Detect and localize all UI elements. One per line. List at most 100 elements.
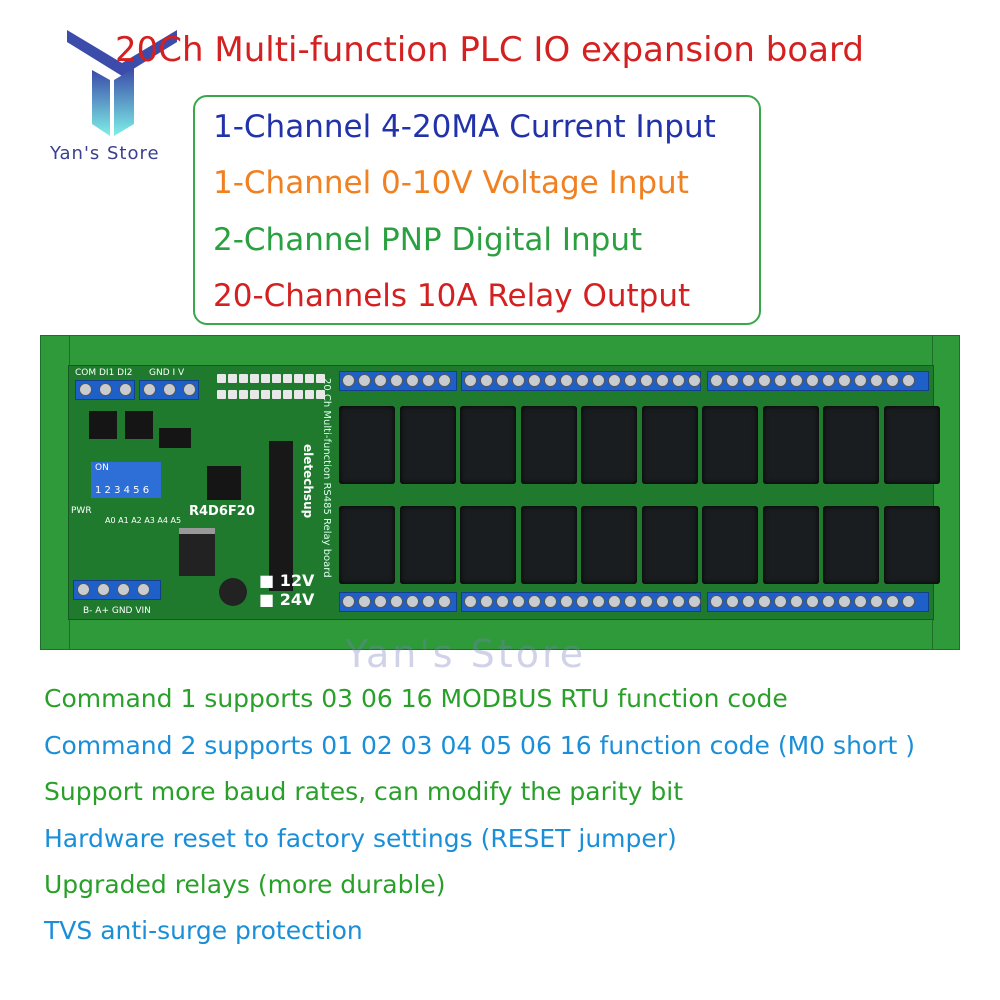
terminal-screw <box>342 595 355 608</box>
terminal-screw <box>464 595 477 608</box>
terminal-screw <box>624 374 637 387</box>
relay <box>641 406 698 484</box>
terminal-screw <box>117 583 130 596</box>
terminal-screw <box>608 595 621 608</box>
status-led <box>261 374 270 383</box>
terminal-screw <box>902 595 915 608</box>
terminal-screw <box>870 595 883 608</box>
terminal-screw <box>672 595 685 608</box>
brand-label: eletechsup <box>301 444 315 519</box>
chip <box>159 428 191 448</box>
din-rail-left <box>40 335 70 650</box>
status-led <box>294 390 303 399</box>
relay <box>883 406 940 484</box>
terminal-screw <box>528 595 541 608</box>
relay <box>339 506 395 584</box>
power-12v-text: 12V <box>279 571 315 590</box>
terminal-screw <box>838 595 851 608</box>
terminal-screw <box>688 595 701 608</box>
relay <box>399 406 456 484</box>
terminal-screw <box>79 383 92 396</box>
status-led <box>316 374 325 383</box>
feature-baud-rates: Support more baud rates, can modify the … <box>44 777 684 806</box>
terminal-screw <box>374 374 387 387</box>
terminal-screw <box>886 374 899 387</box>
relay <box>823 506 879 584</box>
terminal-screw <box>496 374 509 387</box>
terminal-screw <box>822 595 835 608</box>
status-led <box>305 374 314 383</box>
terminal-screw <box>406 374 419 387</box>
terminal-screw <box>854 595 867 608</box>
terminal-screw <box>358 374 371 387</box>
terminal-screw <box>774 374 787 387</box>
terminal-screw <box>822 374 835 387</box>
terminal-label-power: B- A+ GND VIN <box>83 606 151 616</box>
dip-numbers: 1 2 3 4 5 6 <box>95 485 150 496</box>
terminal-screw <box>640 374 653 387</box>
terminal-screw <box>480 595 493 608</box>
terminal-screw <box>742 595 755 608</box>
status-led <box>239 390 248 399</box>
din-rail-right <box>932 335 960 650</box>
terminal-screw <box>870 374 883 387</box>
terminal-screw <box>143 383 156 396</box>
status-led <box>250 390 259 399</box>
terminal-screw <box>688 374 701 387</box>
yans-store-logo-icon <box>67 30 177 136</box>
terminal-screw <box>560 374 573 387</box>
terminal-screw <box>624 595 637 608</box>
power-12v-label: ■ 12V <box>259 571 315 590</box>
terminal-screw <box>672 374 685 387</box>
terminal-screw <box>544 595 557 608</box>
terminal-screw <box>726 595 739 608</box>
feature-upgraded-relays: Upgraded relays (more durable) <box>44 870 446 899</box>
terminal-screw <box>560 595 573 608</box>
status-led <box>283 374 292 383</box>
terminal-screw <box>902 374 915 387</box>
status-led <box>294 374 303 383</box>
terminal-screw <box>592 595 605 608</box>
spec-current-input: 1-Channel 4-20MA Current Input <box>213 109 716 145</box>
relay <box>581 406 637 484</box>
driver-chips <box>269 441 293 591</box>
dip-switch[interactable]: ON 1 2 3 4 5 6 <box>91 462 161 498</box>
status-led <box>217 390 226 399</box>
status-led <box>272 390 281 399</box>
terminal-screw <box>544 374 557 387</box>
status-led <box>316 390 325 399</box>
terminal-screw <box>77 583 90 596</box>
dip-on-label: ON <box>95 463 109 473</box>
status-led <box>272 374 281 383</box>
pwr-label: PWR <box>71 506 92 516</box>
terminal-screw <box>576 595 589 608</box>
watermark: Yan's Store <box>345 632 587 676</box>
relay <box>702 406 758 484</box>
spec-voltage-input: 1-Channel 0-10V Voltage Input <box>213 165 689 201</box>
terminal-screw <box>137 583 150 596</box>
terminal-screw <box>183 383 196 396</box>
terminal-screw <box>438 374 451 387</box>
status-led <box>250 374 259 383</box>
terminal-screw <box>512 374 525 387</box>
terminal-screw <box>640 595 653 608</box>
terminal-screw <box>496 595 509 608</box>
terminal-label-analog: GND I V <box>149 368 185 378</box>
spec-digital-input: 2-Channel PNP Digital Input <box>213 222 643 258</box>
terminal-screw <box>656 595 669 608</box>
inductor <box>219 578 247 606</box>
logo-text: Yan's Store <box>50 143 160 164</box>
terminal-screw <box>119 383 132 396</box>
pcb: COM DI1 DI2 GND I V ON 1 2 3 4 5 6 PWR A… <box>68 365 940 620</box>
terminal-screw <box>480 374 493 387</box>
terminal-screw <box>438 595 451 608</box>
spec-relay-output: 20-Channels 10A Relay Output <box>213 278 691 314</box>
terminal-screw <box>742 374 755 387</box>
terminal-screw <box>390 374 403 387</box>
page-title: 20Ch Multi-function PLC IO expansion boa… <box>115 30 864 70</box>
feature-tvs-protection: TVS anti-surge protection <box>44 916 363 945</box>
microcontroller-chip <box>207 466 241 500</box>
terminal-screw <box>608 374 621 387</box>
terminal-screw <box>790 595 803 608</box>
relay <box>339 406 395 484</box>
